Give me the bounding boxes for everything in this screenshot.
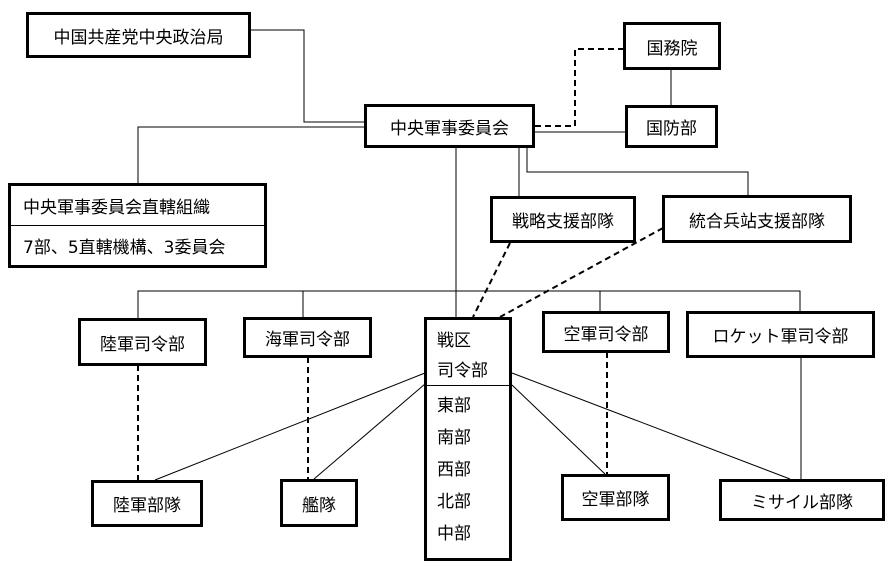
theater-regions: 東部 南部 西部 北部 中部 (427, 386, 509, 550)
theater-label: 戦区 (437, 331, 471, 351)
node-label: 空軍部隊 (581, 490, 650, 510)
node-label: 艦隊 (302, 495, 336, 516)
node-state-council: 国務院 (623, 22, 721, 70)
line-services-bus (137, 290, 801, 318)
node-label: 陸軍司令部 (100, 334, 185, 355)
line-politburo-cmc (250, 29, 365, 123)
node-air-force-hq: 空軍司令部 (542, 311, 670, 353)
node-label: 空軍司令部 (563, 324, 649, 345)
node-label: 戦略支援部隊 (512, 212, 614, 232)
line-cmc-direct (137, 126, 365, 183)
node-navy-hq: 海軍司令部 (243, 317, 372, 358)
node-army-units: 陸軍部隊 (91, 480, 203, 527)
line-theater-missile (511, 372, 791, 480)
node-strategic-support: 戦略支援部隊 (490, 196, 636, 243)
node-label: 統合兵站支援部隊 (689, 211, 825, 232)
node-joint-logistics: 統合兵站支援部隊 (662, 195, 852, 243)
region-east: 東部 (437, 396, 471, 416)
theater-label: 司令部 (437, 361, 488, 381)
node-label: ミサイル部隊 (751, 492, 853, 513)
node-label: 中国共産党中央政治局 (53, 27, 224, 48)
region-north: 北部 (437, 492, 471, 512)
node-rocket-force-hq: ロケット軍司令部 (686, 311, 875, 358)
node-label: 国務院 (646, 38, 698, 59)
node-army-hq: 陸軍司令部 (78, 318, 207, 366)
node-title: 中央軍事委員会直轄組織 (23, 198, 210, 218)
node-politburo: 中国共産党中央政治局 (26, 12, 251, 58)
node-label: 陸軍部隊 (113, 496, 181, 516)
node-cmc-direct: 中央軍事委員会直轄組織 7部、5直轄機構、3委員会 (8, 183, 267, 268)
line-cmc-logistics (526, 147, 749, 195)
node-air-force-units: 空軍部隊 (561, 474, 670, 521)
region-south: 南部 (437, 428, 471, 448)
line-theater-army-units (154, 372, 426, 481)
node-label: ロケット軍司令部 (712, 327, 849, 347)
node-label: 中央軍事委員会 (390, 118, 509, 139)
node-label: 国防部 (646, 119, 697, 139)
line-theater-air-units (511, 384, 606, 475)
node-ministry-defense: 国防部 (625, 105, 718, 148)
theater-header: 戦区 司令部 (427, 320, 509, 386)
node-label: 海軍司令部 (265, 330, 350, 350)
dashed-strategic-theater (472, 242, 511, 318)
region-west: 西部 (437, 460, 471, 480)
node-missile-units: ミサイル部隊 (719, 479, 885, 521)
node-detail: 7部、5直轄機構、3委員会 (23, 238, 226, 258)
line-theater-fleet (313, 383, 426, 480)
node-theater-command: 戦区 司令部 東部 南部 西部 北部 中部 (424, 317, 512, 561)
region-central: 中部 (437, 524, 471, 544)
dashed-cmc-state (535, 48, 630, 127)
node-cmc: 中央軍事委員会 (364, 104, 535, 148)
node-fleet: 艦隊 (280, 479, 358, 527)
